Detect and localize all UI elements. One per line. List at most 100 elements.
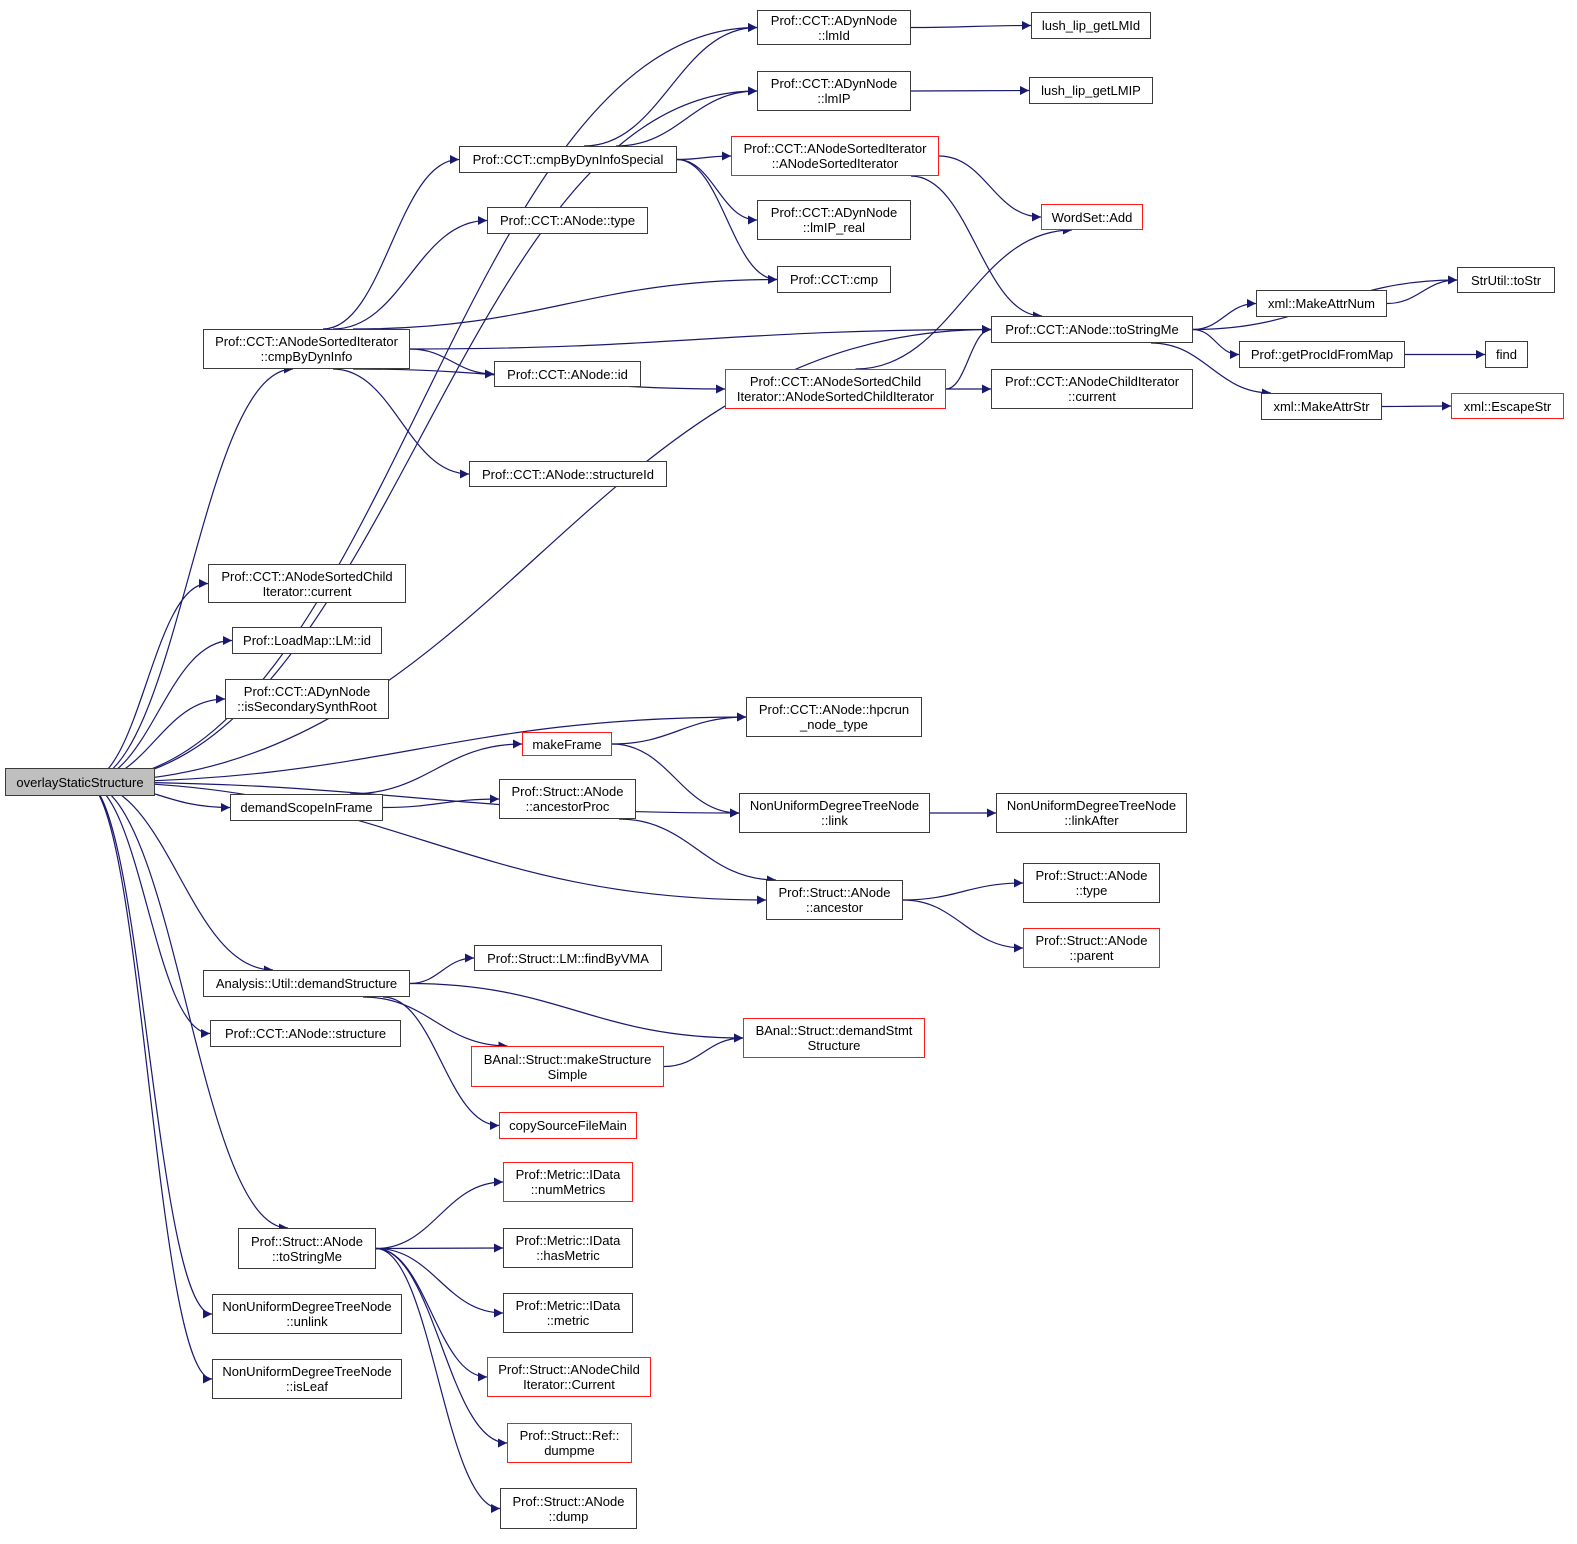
node-label-line: BAnal::Struct::makeStructure [483, 1051, 652, 1067]
node-xml-makeattrnum[interactable]: xml::MakeAttrNum [1256, 290, 1387, 317]
node-struct-ancestor[interactable]: Prof::Struct::ANode::ancestor [766, 880, 903, 920]
node-lush-lip-getlmid[interactable]: lush_lip_getLMId [1031, 12, 1151, 39]
node-adynnode-lmip-real[interactable]: Prof::CCT::ADynNode::lmIP_real [757, 200, 911, 240]
node-find[interactable]: find [1485, 341, 1528, 368]
call-edge-cmpSpecial-to-asiCtor [676, 151, 732, 161]
node-struct-parent[interactable]: Prof::Struct::ANode::parent [1023, 928, 1160, 968]
node-label-line: Prof::Metric::IData [515, 1298, 621, 1313]
node-label-line: Prof::Struct::ANodeChild [498, 1362, 640, 1377]
call-edge-root-to-toStringMe [84, 325, 992, 783]
node-label-line: Prof::CCT::ANodeChildIterator [1004, 374, 1180, 389]
node-label-line: overlayStaticStructure [16, 774, 144, 790]
node-adynnode-lmip[interactable]: Prof::CCT::ADynNode::lmIP [757, 71, 911, 111]
node-label-line: NonUniformDegreeTreeNode [222, 1364, 392, 1379]
node-copy-source-file-main[interactable]: copySourceFileMain [499, 1112, 637, 1139]
node-tree-isleaf[interactable]: NonUniformDegreeTreeNode::isLeaf [212, 1359, 402, 1399]
call-edge-toStringMe-to-attrStr [1150, 342, 1272, 398]
node-label-line: Prof::CCT::ANodeSortedIterator [215, 334, 398, 349]
node-cct-anode-tostringme[interactable]: Prof::CCT::ANode::toStringMe [991, 316, 1193, 343]
node-struct-tostringme[interactable]: Prof::Struct::ANode::toStringMe [238, 1228, 376, 1269]
node-struct-dump[interactable]: Prof::Struct::ANode::dump [500, 1488, 637, 1529]
call-edge-sToStringMe-to-dump [375, 1247, 501, 1513]
node-wordset-add[interactable]: WordSet::Add [1041, 204, 1143, 230]
node-demand-structure[interactable]: Analysis::Util::demandStructure [203, 970, 410, 997]
node-tree-link[interactable]: NonUniformDegreeTreeNode::link [739, 793, 930, 833]
call-edge-demandStruct-to-makeSimple [362, 996, 508, 1051]
node-label-line: NonUniformDegreeTreeNode [222, 1299, 392, 1314]
node-label-line: Structure [807, 1038, 861, 1053]
node-label-line: ::cmpByDynInfo [260, 349, 353, 364]
node-label-line: Prof::Struct::ANode [512, 1493, 625, 1509]
node-makeframe[interactable]: makeFrame [522, 732, 612, 756]
node-xml-escapestr[interactable]: xml::EscapeStr [1451, 393, 1564, 419]
node-label-line: BAnal::Struct::demandStmt [755, 1023, 913, 1038]
call-edge-cmpByDyn-to-anodeType [332, 216, 488, 330]
node-cct-anode-structureid[interactable]: Prof::CCT::ANode::structureId [469, 461, 667, 487]
node-label-line: xml::MakeAttrStr [1273, 399, 1370, 414]
node-label-line: makeFrame [532, 736, 602, 752]
node-cct-anode-type[interactable]: Prof::CCT::ANode::type [487, 207, 648, 234]
call-edge-ancestor-to-sType [902, 878, 1024, 901]
node-label-line: Prof::Metric::IData [515, 1167, 621, 1182]
call-edge-cmpByDyn-to-structId [332, 368, 470, 479]
node-hpcrun-node-type[interactable]: Prof::CCT::ANode::hpcrun_node_type [746, 697, 922, 737]
node-label-line: ::dump [548, 1508, 589, 1524]
node-label-line: Prof::CCT::ANode::structureId [482, 466, 654, 482]
call-edge-toStringMe-to-procMap [1192, 328, 1240, 359]
node-cct-anode-id[interactable]: Prof::CCT::ANode::id [494, 361, 641, 387]
node-cmp-by-dyn-info[interactable]: Prof::CCT::ANodeSortedIterator::cmpByDyn… [203, 329, 410, 369]
call-edge-root-to-lmId [84, 23, 758, 783]
node-struct-ref-dumpme[interactable]: Prof::Struct::Ref::dumpme [507, 1423, 632, 1463]
node-label-line: Prof::Struct::ANode [511, 784, 624, 799]
node-label-line: StrUtil::toStr [1470, 272, 1542, 288]
node-demand-scope-in-frame[interactable]: demandScopeInFrame [230, 794, 383, 821]
node-adynnode-lmid[interactable]: Prof::CCT::ADynNode::lmId [757, 10, 911, 45]
node-idata-metric[interactable]: Prof::Metric::IData::metric [503, 1293, 633, 1333]
node-cmp-by-dyn-info-special[interactable]: Prof::CCT::cmpByDynInfoSpecial [459, 146, 677, 173]
node-is-secondary-synth-root[interactable]: Prof::CCT::ADynNode::isSecondarySynthRoo… [225, 679, 389, 719]
node-label-line: ::lmId [818, 27, 850, 43]
node-cct-anode-structure[interactable]: Prof::CCT::ANode::structure [210, 1020, 401, 1047]
node-idata-nummetrics[interactable]: Prof::Metric::IData::numMetrics [503, 1162, 633, 1202]
node-label-line: Prof::Struct::Ref:: [519, 1428, 620, 1443]
node-loadmap-lm-id[interactable]: Prof::LoadMap::LM::id [232, 627, 382, 654]
node-label-line: NonUniformDegreeTreeNode [749, 798, 920, 813]
node-root-overlay-static-structure[interactable]: overlayStaticStructure [5, 768, 155, 796]
node-strutil-tostr[interactable]: StrUtil::toStr [1457, 267, 1555, 293]
node-cct-cmp[interactable]: Prof::CCT::cmp [777, 266, 891, 293]
node-anode-sorted-iterator-ctor[interactable]: Prof::CCT::ANodeSortedIterator::ANodeSor… [731, 136, 939, 176]
node-label-line: Prof::Struct::ANode [1035, 868, 1148, 883]
node-label-line: ::isSecondarySynthRoot [237, 699, 377, 714]
node-tree-unlink[interactable]: NonUniformDegreeTreeNode::unlink [212, 1294, 402, 1334]
node-tree-linkafter[interactable]: NonUniformDegreeTreeNode::linkAfter [996, 793, 1187, 833]
node-label-line: ::parent [1069, 948, 1114, 963]
node-label-line: Prof::Struct::LM::findByVMA [487, 950, 649, 966]
call-edge-ascCtor-to-wordAdd [855, 225, 1073, 370]
node-label-line: xml::EscapeStr [1463, 398, 1552, 414]
node-idata-hasmetric[interactable]: Prof::Metric::IData::hasMetric [503, 1228, 633, 1268]
call-edge-asiCtor-to-toStringMe [910, 175, 1043, 321]
call-edge-root-to-sToStringMe [84, 781, 289, 1233]
node-struct-type[interactable]: Prof::Struct::ANode::type [1023, 863, 1160, 903]
call-edge-root-to-cmpByDyn [84, 364, 294, 783]
node-label-line: Prof::CCT::ANode::toStringMe [1005, 322, 1179, 337]
node-label-line: ::lmIP_real [802, 220, 866, 235]
node-struct-ancestorproc[interactable]: Prof::Struct::ANode::ancestorProc [499, 779, 636, 819]
node-anode-child-iterator-current[interactable]: Prof::CCT::ANodeChildIterator::current [991, 369, 1193, 409]
node-get-procid-from-map[interactable]: Prof::getProcIdFromMap [1239, 341, 1405, 368]
call-edge-lmId-to-lushId [910, 21, 1032, 31]
node-lush-lip-getlmip[interactable]: lush_lip_getLMIP [1029, 77, 1153, 104]
call-edge-sToStringMe-to-numMetrics [375, 1177, 504, 1250]
call-edge-ancestor-to-sParent [902, 899, 1024, 953]
node-label-line: ::unlink [286, 1314, 328, 1329]
node-label-line: find [1496, 347, 1517, 362]
call-edge-root-to-hpcrun [84, 712, 747, 783]
node-xml-makeattrstr[interactable]: xml::MakeAttrStr [1261, 393, 1382, 420]
node-find-by-vma[interactable]: Prof::Struct::LM::findByVMA [474, 945, 662, 971]
